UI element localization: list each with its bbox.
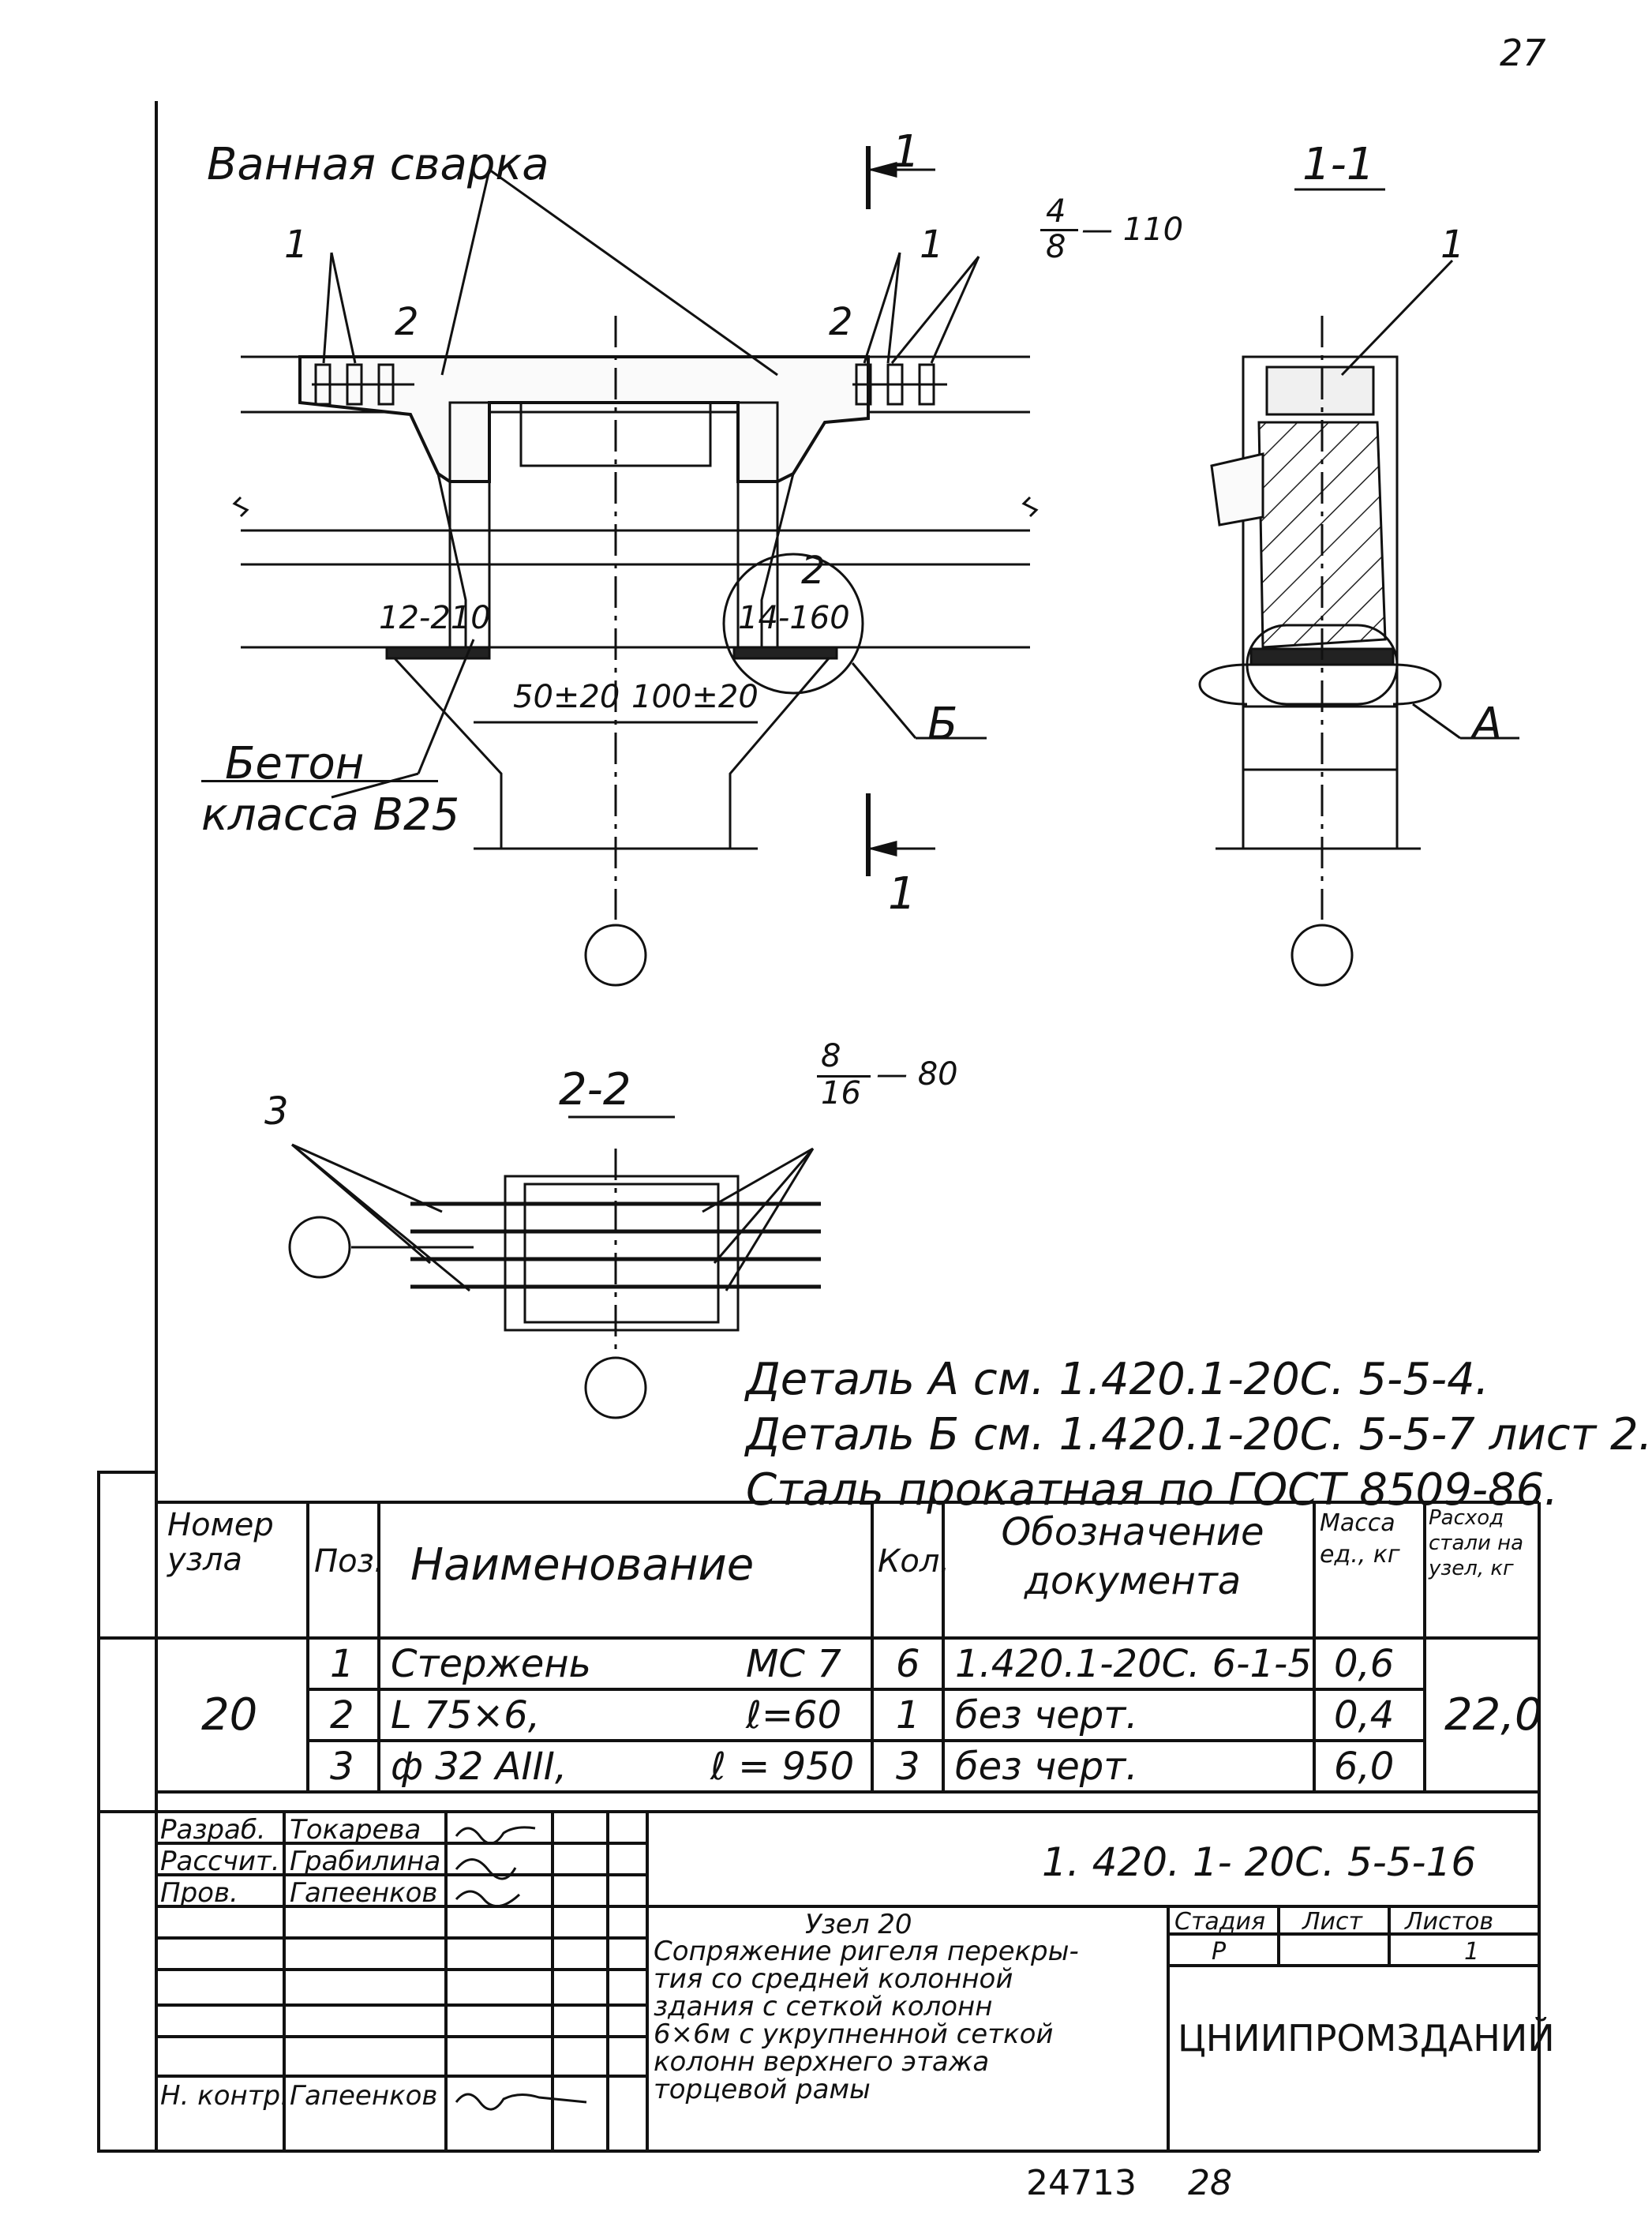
role-norm-control: Н. контр. — [160, 2080, 289, 2112]
detail-b-label: Б — [927, 699, 958, 750]
title-line-2: Сопряжение ригеля перекры- — [654, 1936, 1079, 1967]
axis-bubble-2-2-bottom — [584, 1356, 647, 1419]
row3-qty: 3 — [896, 1745, 920, 1789]
role-developer: Разраб. — [160, 1814, 266, 1846]
title-line-7: торцевой рамы — [654, 2074, 871, 2105]
elevation-view — [232, 146, 1039, 920]
archive-number-left: 24713 — [1026, 2163, 1137, 2203]
document-designation: 1. 420. 1- 20С. 5-5-16 — [1042, 1839, 1477, 1885]
callout-pos-1-left: 1 — [284, 223, 309, 267]
dimension-left: 50±20 — [513, 679, 620, 715]
header-consumption: Расход стали на узел, кг — [1429, 1506, 1524, 1580]
header-node-number: Номер узла — [167, 1507, 274, 1578]
rebar-fraction-bottom-den: 16 — [821, 1075, 861, 1111]
callout-pos-1-right: 1 — [920, 223, 944, 267]
title-line-1: Узел 20 — [805, 1909, 912, 1940]
row3-name: ф 32 АIII, — [391, 1745, 568, 1789]
row1-qty: 6 — [896, 1642, 920, 1686]
row2-mass: 0,4 — [1334, 1693, 1395, 1737]
row3-doc: без черт. — [955, 1745, 1138, 1789]
name-calculated: Грабилина — [290, 1846, 441, 1877]
node-number-value: 20 — [201, 1689, 258, 1741]
header-document: Обозначение документа — [1001, 1510, 1264, 1603]
name-norm-control: Гапеенков — [290, 2080, 438, 2112]
signature-scribbles — [455, 1826, 536, 1908]
archive-number-right: 28 — [1188, 2163, 1232, 2203]
header-unit-mass: Масса ед., кг — [1320, 1509, 1400, 1569]
fraction-bar-top — [1040, 229, 1078, 231]
callout-pos-2-detail: 2 — [801, 549, 826, 593]
callout-pos-2-left: 2 — [395, 300, 419, 344]
row2-pos: 2 — [330, 1693, 354, 1737]
stage-value: Р — [1212, 1938, 1227, 1966]
axis-bubble-section — [1291, 924, 1354, 987]
title-line-5: 6×6м с укрупненной сеткой — [654, 2018, 1054, 2050]
row1-pos: 1 — [330, 1642, 354, 1686]
sheet-label: Лист — [1302, 1908, 1363, 1936]
stage-label: Стадия — [1174, 1908, 1266, 1936]
title-line-4: здания с сеткой колонн — [654, 1991, 993, 2022]
rebar-fraction-bottom-len: — 80 — [876, 1056, 958, 1093]
rebar-right-label: 14-160 — [738, 600, 850, 636]
note-detail-a: Деталь А см. 1.420.1-20С. 5-5-4. — [746, 1354, 1489, 1405]
section-marker-top: 1 — [892, 126, 920, 178]
row2-name: L 75×6, — [391, 1693, 541, 1737]
rebar-fraction-top-den: 8 — [1046, 229, 1066, 265]
rebar-fraction-top-num: 4 — [1046, 193, 1066, 230]
role-calculated: Рассчит. — [160, 1846, 280, 1877]
title-block-grid — [156, 1812, 1539, 2151]
row2-doc: без черт. — [955, 1693, 1138, 1737]
section-title-1-1: 1-1 — [1302, 139, 1375, 190]
axis-bubble-2-2-left — [288, 1216, 351, 1279]
dimension-right: 100±20 — [631, 679, 759, 715]
rebar-fraction-bottom-num: 8 — [821, 1038, 841, 1074]
spec-table-grid — [156, 1502, 1539, 1813]
header-name: Наименование — [410, 1539, 755, 1591]
welding-label: Ванная сварка — [207, 139, 549, 190]
rebar-left-label: 12-210 — [379, 600, 491, 636]
name-developer: Токарева — [290, 1814, 421, 1846]
row1-mark: МС 7 — [746, 1642, 841, 1686]
rebar-fraction-top-len: — 110 — [1081, 212, 1184, 248]
row2-qty: 1 — [896, 1693, 920, 1737]
row3-mark: ℓ = 950 — [710, 1745, 855, 1789]
organization-name: ЦНИИПРОМЗДАНИЙ — [1178, 2017, 1555, 2060]
row3-pos: 3 — [330, 1745, 354, 1789]
signature-norm-control — [455, 2093, 587, 2111]
callout-pos-3: 3 — [264, 1089, 289, 1134]
title-line-6: колонн верхнего этажа — [654, 2046, 990, 2078]
role-checked: Пров. — [160, 1877, 238, 1909]
axis-bubble-elevation — [584, 924, 647, 987]
page-number: 27 — [1500, 32, 1546, 74]
row2-mark: ℓ=60 — [746, 1693, 842, 1737]
section-1-1-view — [1198, 188, 1519, 920]
note-steel: Сталь прокатная по ГОСТ 8509-86. — [746, 1464, 1559, 1516]
concrete-label-underline — [201, 780, 438, 782]
concrete-label-line2: класса В25 — [201, 789, 460, 841]
fraction-bar-bottom — [817, 1075, 871, 1078]
header-quantity: Кол. — [878, 1543, 950, 1580]
name-checked: Гапеенков — [290, 1877, 438, 1909]
title-line-3: тия со средней колонной — [654, 1963, 1013, 1995]
note-detail-b: Деталь Б см. 1.420.1-20С. 5-5-7 лист 2. — [746, 1409, 1652, 1460]
row3-mass: 6,0 — [1334, 1745, 1395, 1789]
technical-drawing — [97, 101, 1541, 2153]
detail-a-label: А — [1472, 699, 1503, 750]
row1-doc: 1.420.1-20С. 6-1-5 — [955, 1642, 1312, 1686]
row1-name: Стержень — [391, 1642, 591, 1686]
consumption-total-value: 22,0 — [1444, 1689, 1543, 1741]
sheets-value: 1 — [1464, 1938, 1480, 1966]
callout-pos-2-right: 2 — [829, 300, 853, 344]
header-position: Поз. — [314, 1543, 384, 1580]
section-title-2-2: 2-2 — [559, 1064, 631, 1115]
callout-pos-1-section: 1 — [1440, 223, 1465, 267]
sheets-label: Листов — [1405, 1908, 1494, 1936]
section-marker-bottom: 1 — [888, 868, 916, 920]
row1-mass: 0,6 — [1334, 1642, 1395, 1686]
section-2-2-view — [291, 1115, 821, 1358]
